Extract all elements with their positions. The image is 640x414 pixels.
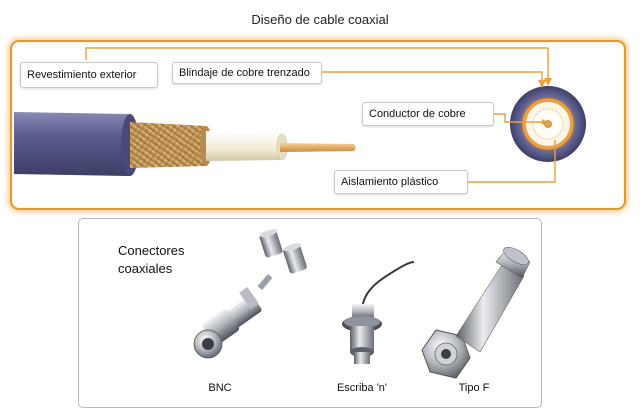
label-plastic-insulation: Aislamiento plástico	[334, 170, 468, 194]
f-type-connector-icon	[421, 246, 531, 379]
label-outer-jacket: Revestimiento exterior	[20, 62, 158, 88]
connectors-panel	[78, 218, 542, 408]
n-type-connector-icon	[342, 261, 415, 364]
leader-lines	[85, 47, 556, 183]
leader-arrows	[538, 78, 552, 125]
connector-label-bnc: BNC	[208, 382, 232, 394]
connector-label-n-type: Escriba 'n'	[336, 382, 388, 394]
bnc-connector-icon	[193, 229, 307, 359]
connector-label-f-type: Tipo F	[458, 382, 490, 394]
diagram-title: Diseño de cable coaxial	[251, 12, 389, 27]
copper-conductor-wire	[280, 143, 356, 152]
connectors-heading: Conectores coaxiales	[118, 242, 184, 278]
connectors-heading-line1: Conectores	[118, 243, 185, 258]
connectors-heading-line2: coaxiales	[118, 261, 173, 276]
cable-cross-section	[510, 86, 586, 162]
label-copper-conductor: Conductor de cobre	[362, 102, 494, 126]
label-braided-shield: Blindaje de cobre trenzado	[172, 62, 322, 84]
